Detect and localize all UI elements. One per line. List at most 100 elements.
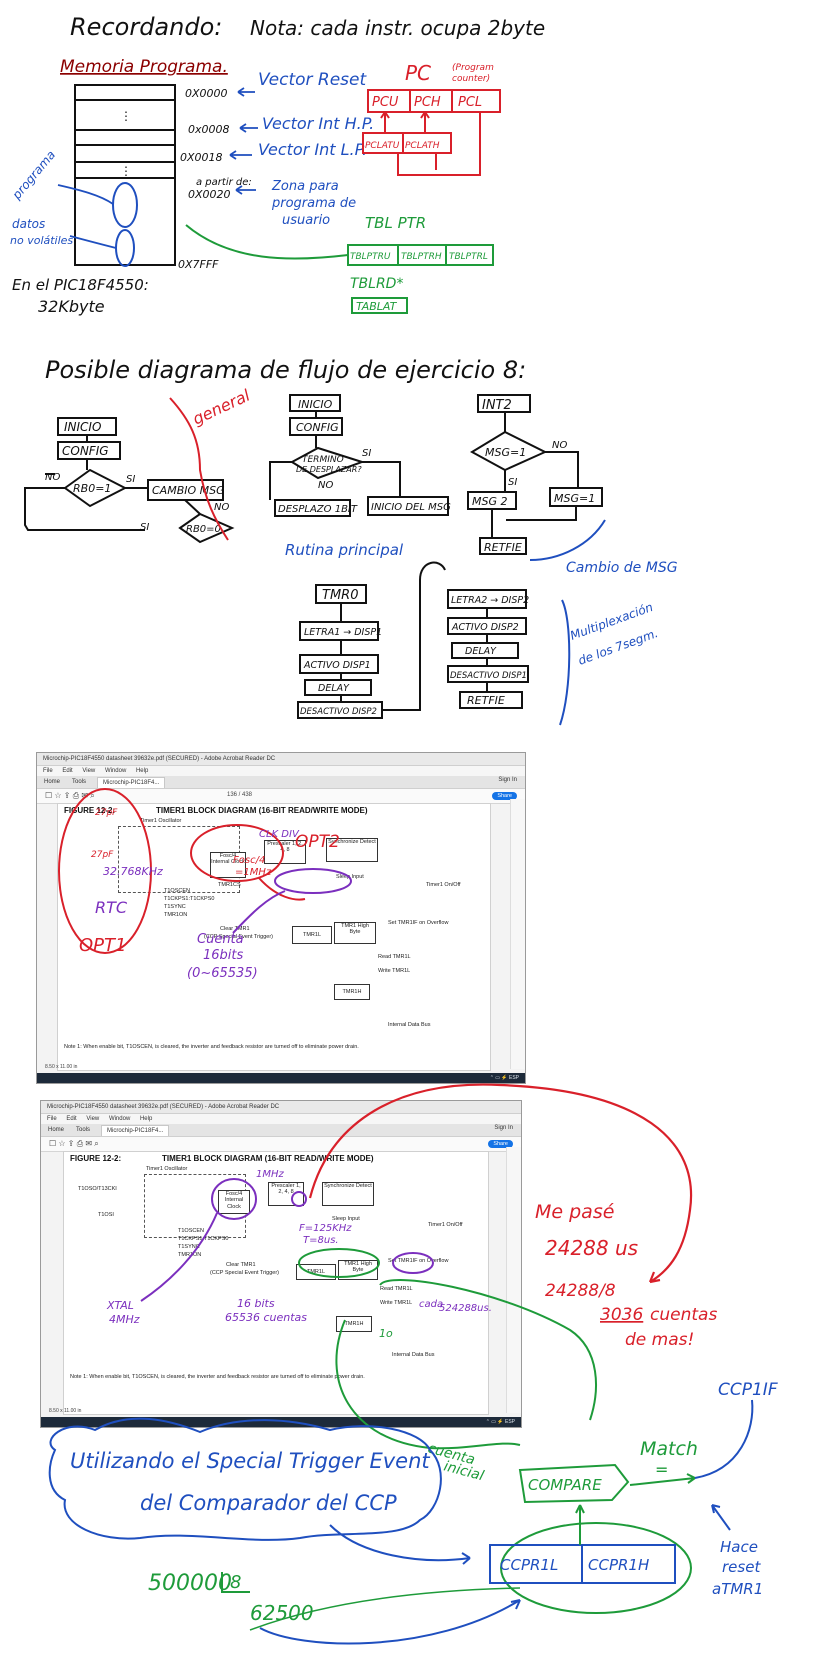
tab-document[interactable]: Microchip-PIC18F4...: [97, 777, 166, 788]
tmr0-desactivo1: DESACTIVO DISP1: [450, 671, 527, 681]
zona-label-2: programa de: [271, 196, 356, 211]
fosc-clock-text: Fosc/4 Internal Clock: [211, 853, 245, 866]
ann-1mhz-2: 1MHz: [256, 1169, 285, 1180]
figure-note: Note 1: When enable bit, T1OSCEN, is cle…: [64, 1044, 359, 1050]
tmr1h-text: TMR1H: [342, 989, 362, 995]
menu-edit-2[interactable]: Edit: [66, 1116, 77, 1122]
prescaler-box-2: Prescaler 1, 2, 4, 8: [268, 1182, 304, 1206]
principal-inicio: INICIO: [298, 398, 333, 411]
tblptru-label: TBLPTRU: [350, 252, 391, 262]
synchronize-box: Synchronize Detect: [326, 838, 378, 862]
ccp-trigger-label-2: (CCP Special Event Trigger): [210, 1270, 279, 1276]
tmr1-high-text: TMR1 High Byte: [341, 923, 369, 936]
ann-16bits-2: 16 bits: [237, 1297, 275, 1310]
menu-window-2[interactable]: Window: [108, 1116, 131, 1122]
pch-label: PCH: [414, 95, 441, 110]
tmr1-high-box: TMR1 High Byte: [334, 922, 376, 944]
int2-msg-eq1: MSG=1: [554, 492, 595, 505]
t1sync-label: T1SYNC: [164, 904, 186, 910]
tab-tools[interactable]: Tools: [72, 779, 87, 785]
flow-rb0-0: RB0=0: [186, 524, 221, 535]
flow-config: CONFIG: [62, 444, 109, 458]
tab-document-2[interactable]: Microchip-PIC18F4...: [101, 1125, 170, 1136]
principal-termino-1: TERMINO: [302, 455, 344, 465]
tmr0-retfie: RETFIE: [467, 694, 505, 707]
int2-label: INT2: [482, 398, 512, 413]
menu-window[interactable]: Window: [104, 768, 127, 774]
a-partir-text: a partir de:: [196, 177, 252, 188]
menu-edit[interactable]: Edit: [62, 768, 73, 774]
pcl-label: PCL: [458, 95, 482, 110]
right-tools-rail[interactable]: [510, 799, 525, 1069]
general-flow-shapes: [24, 417, 235, 544]
svg-text:⋮: ⋮: [120, 109, 132, 123]
tmr0-delay: DELAY: [318, 683, 350, 694]
share-button[interactable]: Share: [492, 792, 517, 800]
flowchart-section: Posible diagrama de flujo de ejercicio 8…: [24, 356, 678, 726]
memory-arrows: [57, 87, 258, 249]
ann-cuenta: Cuenta: [197, 932, 244, 947]
pc-register-boxes: [362, 89, 501, 176]
datos-label-1: datos: [12, 217, 45, 231]
ann-rtc: RTC: [95, 898, 128, 917]
menu-file-2[interactable]: File: [47, 1116, 57, 1122]
ann-fosc4: Fosc/4: [233, 855, 265, 866]
tmr1cs-label: TMR1CS: [218, 882, 241, 888]
general-label: general: [190, 385, 254, 428]
flow-no-1: NO: [45, 472, 60, 483]
flow-cambio-msg: CAMBIO MSG: [152, 484, 225, 497]
acrobat-screenshot-2: Microchip-PIC18F4550 datasheet 39632e.pd…: [40, 1100, 522, 1428]
ann-524: 524288us.: [439, 1303, 492, 1314]
shot1-annotations: 27pF 27pF 32.768KHz RTC OPT1 CLK DIV Fos…: [58, 788, 352, 981]
ann-clkdiv: CLK DIV: [259, 829, 300, 840]
tbl-ptr-label: TBL PTR: [365, 214, 426, 232]
int2-si: SI: [508, 477, 517, 488]
menu-help-2[interactable]: Help: [139, 1116, 153, 1122]
ann-t: T=8us.: [303, 1235, 339, 1246]
memoria-title: Memoria Programa.: [60, 57, 228, 77]
tab-home[interactable]: Home: [44, 779, 61, 785]
ccp-trigger-label: (CCP Special Event Trigger): [204, 934, 273, 940]
t1oso-label: T1OSO/T13CKI: [78, 1186, 117, 1192]
programa-label: programa: [9, 148, 58, 203]
sign-in-button[interactable]: Sign In: [498, 777, 517, 783]
menu-bar-2: File Edit View Window Help: [41, 1114, 521, 1124]
principal-no: NO: [318, 480, 333, 491]
toolbar-icons-2[interactable]: ☐ ☆ ⇪ ⎙ ✉ ⌕: [49, 1139, 99, 1148]
t1osi-label: T1OSI: [98, 1212, 114, 1218]
vector-lp-label: Vector Int L.P.: [258, 140, 367, 159]
t1oscen-label-2: T1OSCEN: [178, 1228, 204, 1234]
flowchart-heading: Posible diagrama de flujo de ejercicio 8…: [45, 356, 526, 384]
shot2-annotations: 1MHz F=125KHz T=8us. XTAL 4MHz 16 bits 6…: [106, 1169, 492, 1340]
pclatu-label: PCLATU: [365, 141, 400, 151]
tmr0-letra2: LETRA2 → DISP2: [451, 595, 529, 606]
zona-label-3: usuario: [282, 213, 330, 228]
menu-bar: File Edit View Window Help: [37, 766, 525, 776]
principal-inicio-msg: INICIO DEL MSG: [371, 502, 451, 513]
toolbar-icons[interactable]: ☐ ☆ ⇪ ⎙ ✉ ⌕: [45, 791, 95, 800]
tmr0-desactivo2: DESACTIVO DISP2: [300, 707, 377, 717]
ann-16bits: 16bits: [203, 948, 244, 963]
menu-file[interactable]: File: [43, 768, 53, 774]
general-red-stroke: [169, 397, 229, 541]
menu-view[interactable]: View: [82, 768, 96, 774]
clear-tmr1-label-2: Clear TMR1: [226, 1262, 256, 1268]
page-number[interactable]: 136 / 438: [227, 792, 253, 798]
tab-home-2[interactable]: Home: [48, 1127, 65, 1133]
menu-help[interactable]: Help: [135, 768, 149, 774]
menu-view-2[interactable]: View: [86, 1116, 100, 1122]
tblptrh-label: TBLPTRH: [401, 252, 442, 262]
tmr0-activo1: ACTIVO DISP1: [303, 660, 371, 671]
ann-1mhz: =1MHz: [235, 867, 272, 878]
ann-27pf-b: 27pF: [91, 850, 114, 860]
figure-note-2: Note 1: When enable bit, T1OSCEN, is cle…: [70, 1374, 365, 1380]
prescaler-text-2: Prescaler 1, 2, 4, 8: [271, 1183, 301, 1196]
acrobat-screenshot-1: Microchip-PIC18F4550 datasheet 39632e.pd…: [36, 752, 526, 1084]
tab-bar: Home Tools Microchip-PIC18F4... Sign In: [37, 776, 525, 789]
figure-title: FIGURE 12-2:: [64, 806, 116, 815]
tab-tools-2[interactable]: Tools: [76, 1127, 91, 1133]
int2-retfie: RETFIE: [484, 541, 522, 554]
figure-caption-2: TIMER1 BLOCK DIAGRAM (16-BIT READ/WRITE …: [162, 1154, 374, 1163]
pc-note-1: (Program: [452, 63, 494, 73]
